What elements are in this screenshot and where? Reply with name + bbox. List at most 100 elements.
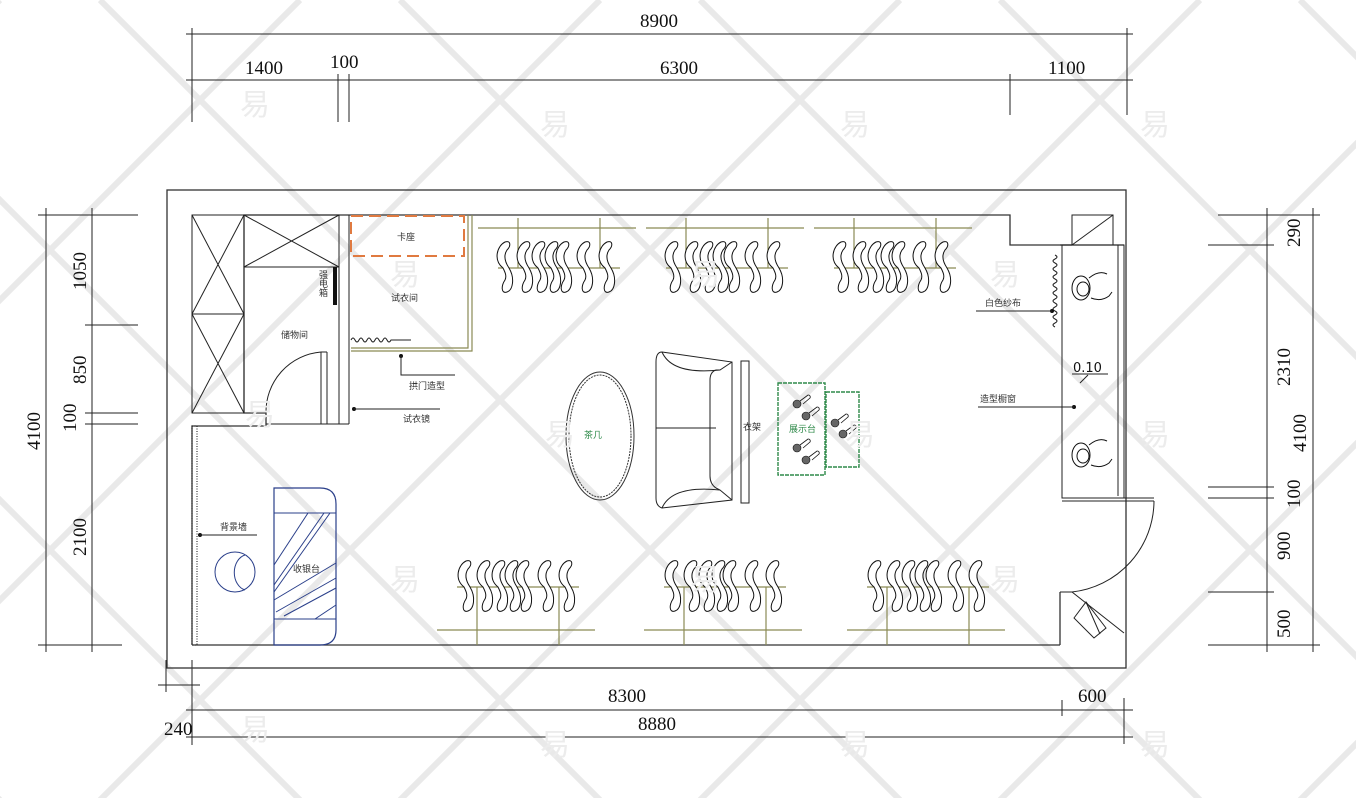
hanger [766,241,784,293]
hanger [699,241,717,293]
hanger [744,241,762,293]
hanger [664,241,682,293]
hanger [558,560,576,612]
watermark-line [0,0,303,305]
dim-left-total: 4100 [24,412,45,450]
exterior-walls [166,189,1127,669]
shoe [792,438,811,453]
clothing-racks [437,218,1005,645]
bottom-dimensions: 8300 600 8880 240 [158,660,1133,745]
hanger [914,560,932,612]
hanger [698,560,716,612]
callout-feature-wall: 背景墙 [220,521,247,533]
hanger [576,241,594,293]
watermark-glyph: 易 [545,418,575,453]
watermark-glyphs: 易易易易易易易易易易易易易易易易易易 [240,88,1170,763]
watermark-line [0,195,603,798]
wall-rack-top [478,218,636,293]
label-storage: 储物间 [281,329,308,341]
dim-right-290: 290 [1284,219,1305,248]
label-booth: 卡座 [397,231,415,243]
cashier-area: 背景墙 收银台 [191,425,337,646]
hanger [744,560,762,612]
display-window: 白色纱布 0.10 造型橱窗 [976,214,1155,639]
watermark-glyph: 易 [1140,418,1170,453]
top-dimensions: 8900 1400 100 6300 1100 [186,11,1133,122]
hanger [886,560,904,612]
dim-right-100: 100 [1284,480,1305,509]
watermark-glyph: 易 [840,728,870,763]
callout-arch-door: 拱门造型 [409,380,445,392]
watermark-line [697,139,1356,798]
watermark-glyph: 易 [690,258,720,293]
shoe [792,394,811,409]
lounge-area: 茶几 衣架 展示台 [565,351,860,509]
watermark-glyph: 易 [1140,728,1170,763]
hanger [491,560,509,612]
label-clothes-rack: 衣架 [743,421,761,433]
watermark-glyph: 易 [390,563,420,598]
hanger [544,241,562,293]
dim-bottom-8300: 8300 [608,686,646,707]
hanger [457,560,475,612]
hanger [684,241,702,293]
watermark-line [1297,0,1356,61]
watermark-glyph: 易 [240,88,270,123]
label-distribution-box: 强电箱 [317,270,328,298]
dim-right-900: 900 [1274,532,1295,561]
callout-display-window: 造型橱窗 [980,393,1016,405]
watermark-line [397,0,1203,798]
label-fitting-room: 试衣间 [391,292,418,304]
hanger [901,560,919,612]
watermark-glyph: 易 [540,728,570,763]
hanger [537,560,555,612]
label-coffee-table: 茶几 [584,429,602,441]
hanger [476,560,494,612]
hanger [598,241,616,293]
hanger [555,241,573,293]
shoe [830,413,849,428]
hanger [712,241,730,293]
fitting-room: 卡座 试衣间 拱门造型 试衣镜 [350,215,473,425]
hanger [722,560,740,612]
hanger [765,560,783,612]
dim-right-2310: 2310 [1274,348,1295,386]
watermark-glyph: 易 [990,258,1020,293]
dim-top-1400: 1400 [245,58,283,79]
storage-shelves: 强电箱 储物间 [191,214,350,425]
callout-mirror: 试衣镜 [403,413,430,425]
hanger [925,560,943,612]
hanger [683,560,701,612]
wall-rack-bottom [847,560,1005,645]
watermark-line [97,0,903,798]
watermark-line [1297,739,1356,798]
label-display-stand: 展示台 [789,423,816,435]
hanger [880,241,898,293]
watermark-glyph: 易 [245,398,275,433]
shoe [801,450,820,465]
watermark-glyph: 易 [690,563,720,598]
watermark-line [997,0,1356,361]
dim-left-1050: 1050 [70,252,91,290]
wall-rack-bottom [437,560,595,645]
watermark-glyph: 易 [840,108,870,143]
hanger [504,560,522,612]
dim-top-6300: 6300 [660,58,698,79]
hanger [531,241,549,293]
callout-white-gauze: 白色纱布 [985,297,1021,309]
hanger [867,560,885,612]
elevation-mark: 0.10 [1073,361,1102,376]
dim-left-100: 100 [60,404,81,433]
watermark-glyph: 易 [540,108,570,143]
watermark-glyph: 易 [1140,108,1170,143]
mannequin [1071,439,1113,468]
mannequins [1071,272,1113,468]
dim-left-2100: 2100 [70,518,91,556]
hanger [947,560,965,612]
hanger [832,241,850,293]
left-dimensions: 4100 1050 850 100 2100 [24,208,138,652]
hanger [891,241,909,293]
hanger [515,560,533,612]
dim-bottom-240: 240 [164,719,193,740]
